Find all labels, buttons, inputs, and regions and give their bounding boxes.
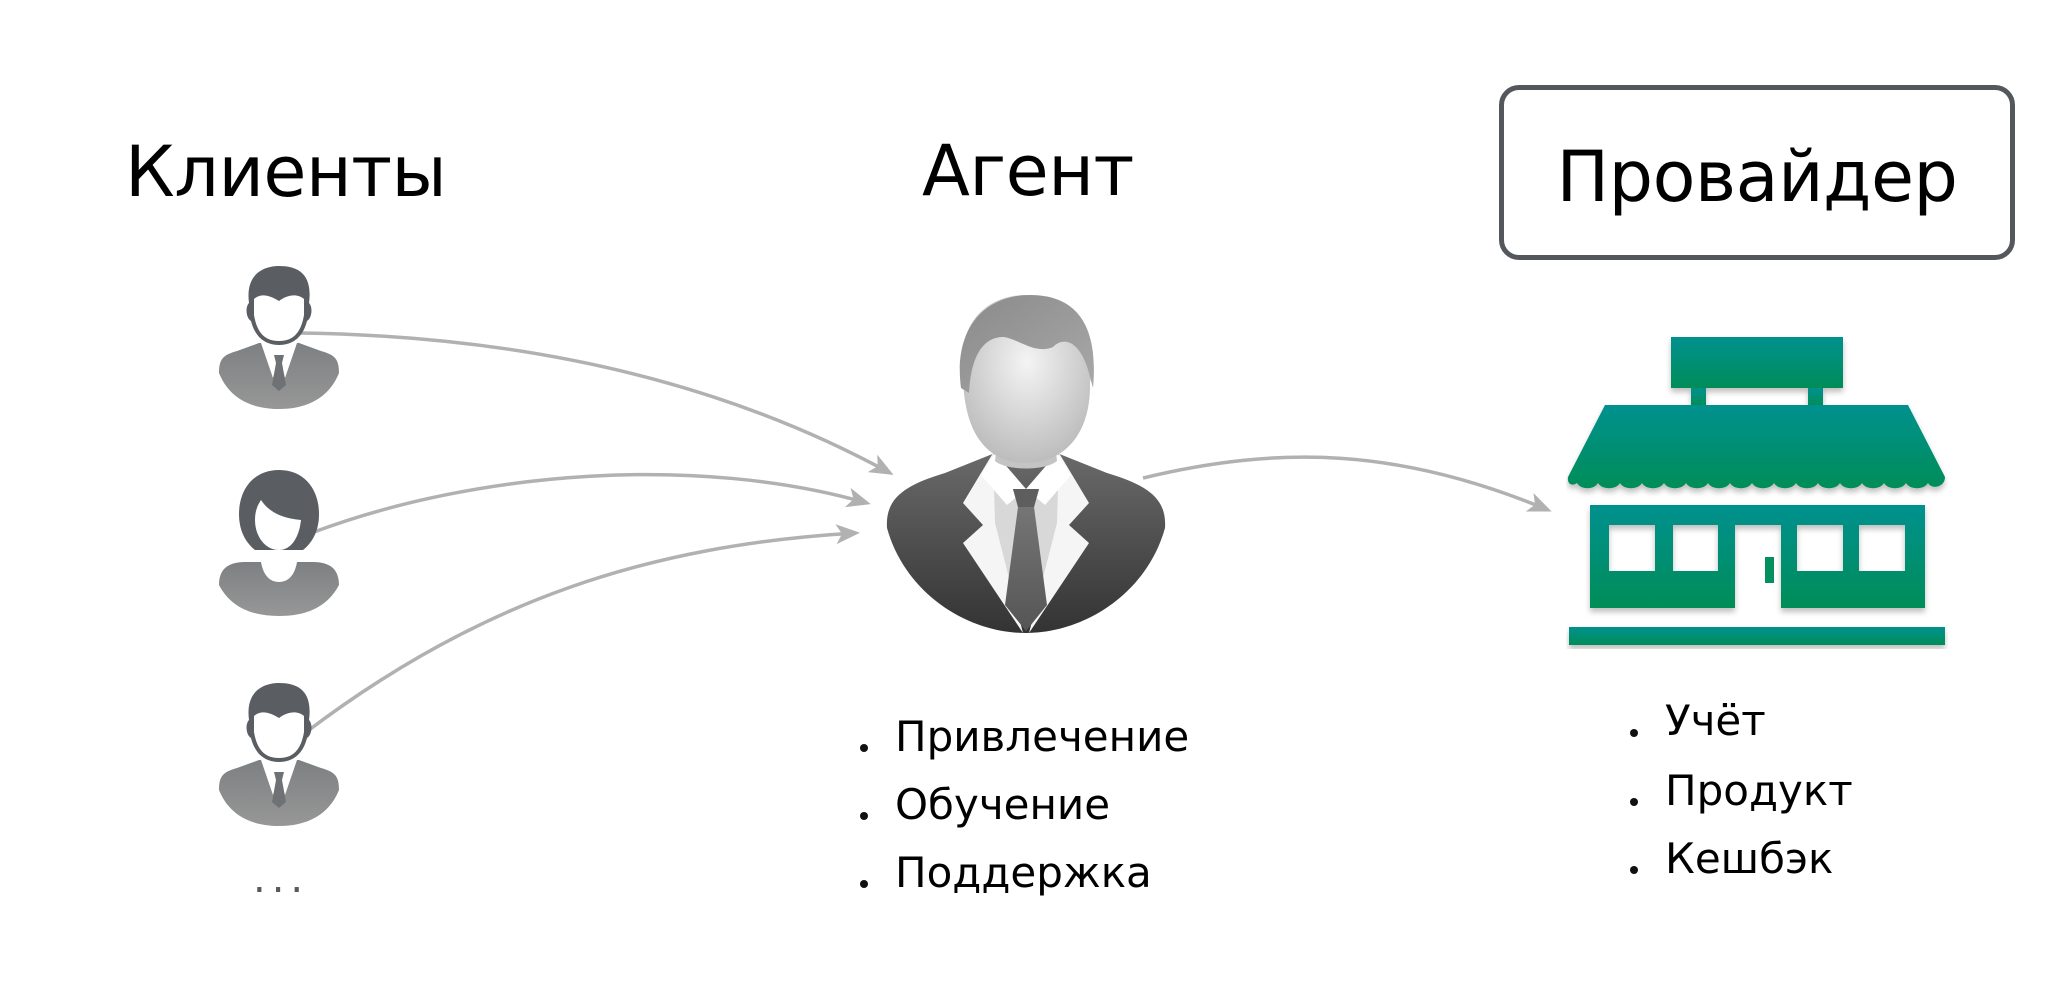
- woman-icon: [219, 470, 339, 616]
- clients-title: Клиенты: [125, 131, 447, 213]
- more-clients-ellipsis: ...: [253, 856, 310, 902]
- arrow-client3-to-agent: [303, 524, 860, 735]
- provider-bullet-list: Учёт Продукт Кешбэк: [1630, 696, 1853, 902]
- agent-bullet-item: Поддержка: [860, 848, 1189, 916]
- arrow-agent-to-provider: [1142, 455, 1552, 512]
- bullet-dot-icon: [1630, 798, 1638, 806]
- provider-bullet-item: Учёт: [1630, 696, 1853, 766]
- agent-title: Агент: [922, 130, 1134, 212]
- agent-bullet-list: Привлечение Обучение Поддержка: [860, 712, 1189, 916]
- provider-bullet-item: Кешбэк: [1630, 834, 1853, 902]
- bullet-dot-icon: [860, 880, 868, 888]
- agent-bullet-item: Привлечение: [860, 712, 1189, 780]
- storefront-icon: [1567, 337, 1945, 645]
- provider-bullet-item: Продукт: [1630, 766, 1853, 834]
- bullet-dot-icon: [1630, 729, 1638, 737]
- man-in-suit-icon: [219, 683, 339, 826]
- provider-title-box: Провайдер: [1499, 85, 2015, 260]
- businessman-icon: [886, 295, 1166, 633]
- agent-bullet-item: Обучение: [860, 780, 1189, 848]
- bullet-dot-icon: [1630, 866, 1638, 874]
- man-in-suit-icon: [219, 266, 339, 409]
- bullet-dot-icon: [860, 744, 868, 752]
- bullet-dot-icon: [860, 812, 868, 820]
- arrow-client1-to-agent: [299, 331, 894, 475]
- provider-title: Провайдер: [1556, 136, 1958, 218]
- arrow-client2-to-agent: [313, 472, 871, 534]
